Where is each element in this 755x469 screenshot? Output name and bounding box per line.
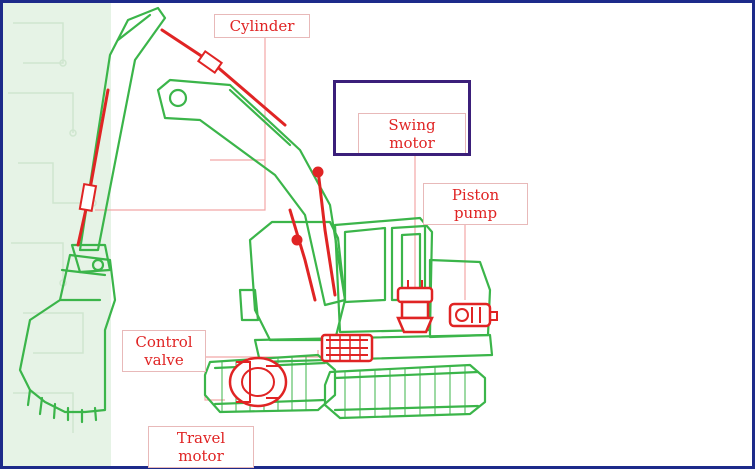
label-cylinder: Cylinder: [214, 14, 310, 38]
boom-cylinder-2: [316, 168, 337, 297]
arm-cylinder: [160, 28, 287, 127]
leader-line-cylinder: [95, 37, 266, 211]
bucket-outline: [18, 253, 117, 414]
swing-motor-component: [396, 280, 434, 334]
leader-line-control-valve: [205, 350, 319, 358]
label-travel-motor: Travel motor: [148, 426, 254, 468]
hydraulic-components: [76, 28, 337, 302]
turntable-outline: [253, 333, 494, 364]
background-tint-panel: [3, 3, 111, 466]
control-valve-component: [320, 333, 374, 363]
track-right-outline: [323, 363, 487, 420]
label-control-valve-line1: Control: [135, 333, 193, 351]
label-control-valve: Control valve: [122, 330, 206, 372]
swing-motor-highlight-box: [333, 80, 471, 156]
travel-motor-component: [228, 356, 288, 408]
arm-outline: [78, 6, 167, 252]
boom-cylinder-1: [288, 208, 317, 302]
label-piston-pump: Piston pump: [423, 183, 528, 225]
piston-pump-component: [448, 302, 498, 328]
label-swing-motor: Swing motor: [358, 113, 466, 155]
label-control-valve-line2: valve: [144, 351, 184, 369]
boom-outline: [156, 78, 347, 307]
